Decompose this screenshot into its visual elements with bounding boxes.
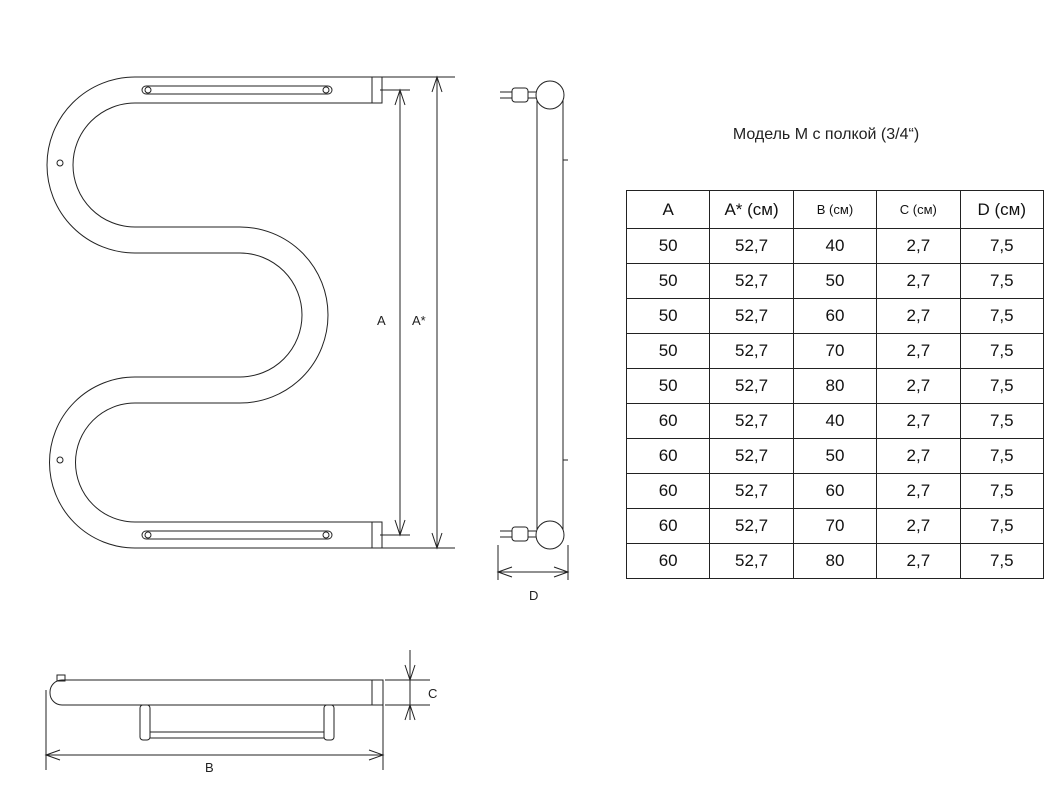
dimension-label-a-star: A* [412,313,426,328]
table-cell: 60 [625,403,711,439]
table-cell: 50 [625,263,711,299]
table-cell: 52,7 [709,263,794,299]
table-cell: 7,5 [959,403,1045,439]
table-cell: 40 [792,403,878,439]
table-cell: 2,7 [876,438,961,474]
table-cell: 7,5 [959,298,1045,334]
table-cell: 7,5 [959,263,1045,299]
header-c: C (см) [876,190,961,229]
table-cell: 70 [792,508,878,544]
dimension-a [380,75,455,550]
table-cell: 60 [792,473,878,509]
dimension-label-d: D [529,588,539,603]
table-cell: 7,5 [959,333,1045,369]
table-cell: 52,7 [709,508,794,544]
table-cell: 60 [625,508,711,544]
table-cell: 2,7 [876,263,961,299]
table-cell: 2,7 [876,543,961,579]
table-cell: 7,5 [959,228,1045,264]
header-d: D (см) [959,190,1045,229]
side-view [496,80,570,580]
table-cell: 7,5 [959,543,1045,579]
table-cell: 7,5 [959,508,1045,544]
table-cell: 52,7 [709,438,794,474]
table-cell: 52,7 [709,403,794,439]
table-cell: 7,5 [959,473,1045,509]
table-cell: 50 [625,228,711,264]
table-cell: 2,7 [876,228,961,264]
table-cell: 2,7 [876,368,961,404]
table-cell: 2,7 [876,403,961,439]
table-cell: 52,7 [709,228,794,264]
table-cell: 52,7 [709,473,794,509]
table-cell: 50 [792,438,878,474]
table-cell: 60 [625,543,711,579]
dimension-label-a: A [377,313,386,328]
table-cell: 40 [792,228,878,264]
table-cell: 80 [792,368,878,404]
bottom-view [44,650,430,770]
header-a-star: A* (см) [709,190,794,229]
table-cell: 50 [625,298,711,334]
table-cell: 50 [625,368,711,404]
dimension-label-c: C [428,686,438,701]
table-cell: 50 [792,263,878,299]
table-cell: 52,7 [709,298,794,334]
model-title: Модель М с полкой (3/4“) [732,126,920,143]
header-a: A [625,190,711,229]
table-cell: 52,7 [709,368,794,404]
table-header: A A* (см) B (см) C (см) D (см) [625,190,1045,229]
table-cell: 80 [792,543,878,579]
table-cell: 70 [792,333,878,369]
table-cell: 52,7 [709,543,794,579]
table-cell: 52,7 [709,333,794,369]
table-cell: 2,7 [876,473,961,509]
dimension-label-b: B [205,760,214,775]
table-cell: 7,5 [959,438,1045,474]
table-cell: 60 [792,298,878,334]
header-b: B (см) [792,190,878,229]
table-cell: 2,7 [876,333,961,369]
front-view-tube [46,76,383,549]
table-cell: 50 [625,333,711,369]
table-cell: 2,7 [876,298,961,334]
table-cell: 60 [625,438,711,474]
table-cell: 2,7 [876,508,961,544]
table-cell: 60 [625,473,711,509]
table-cell: 7,5 [959,368,1045,404]
